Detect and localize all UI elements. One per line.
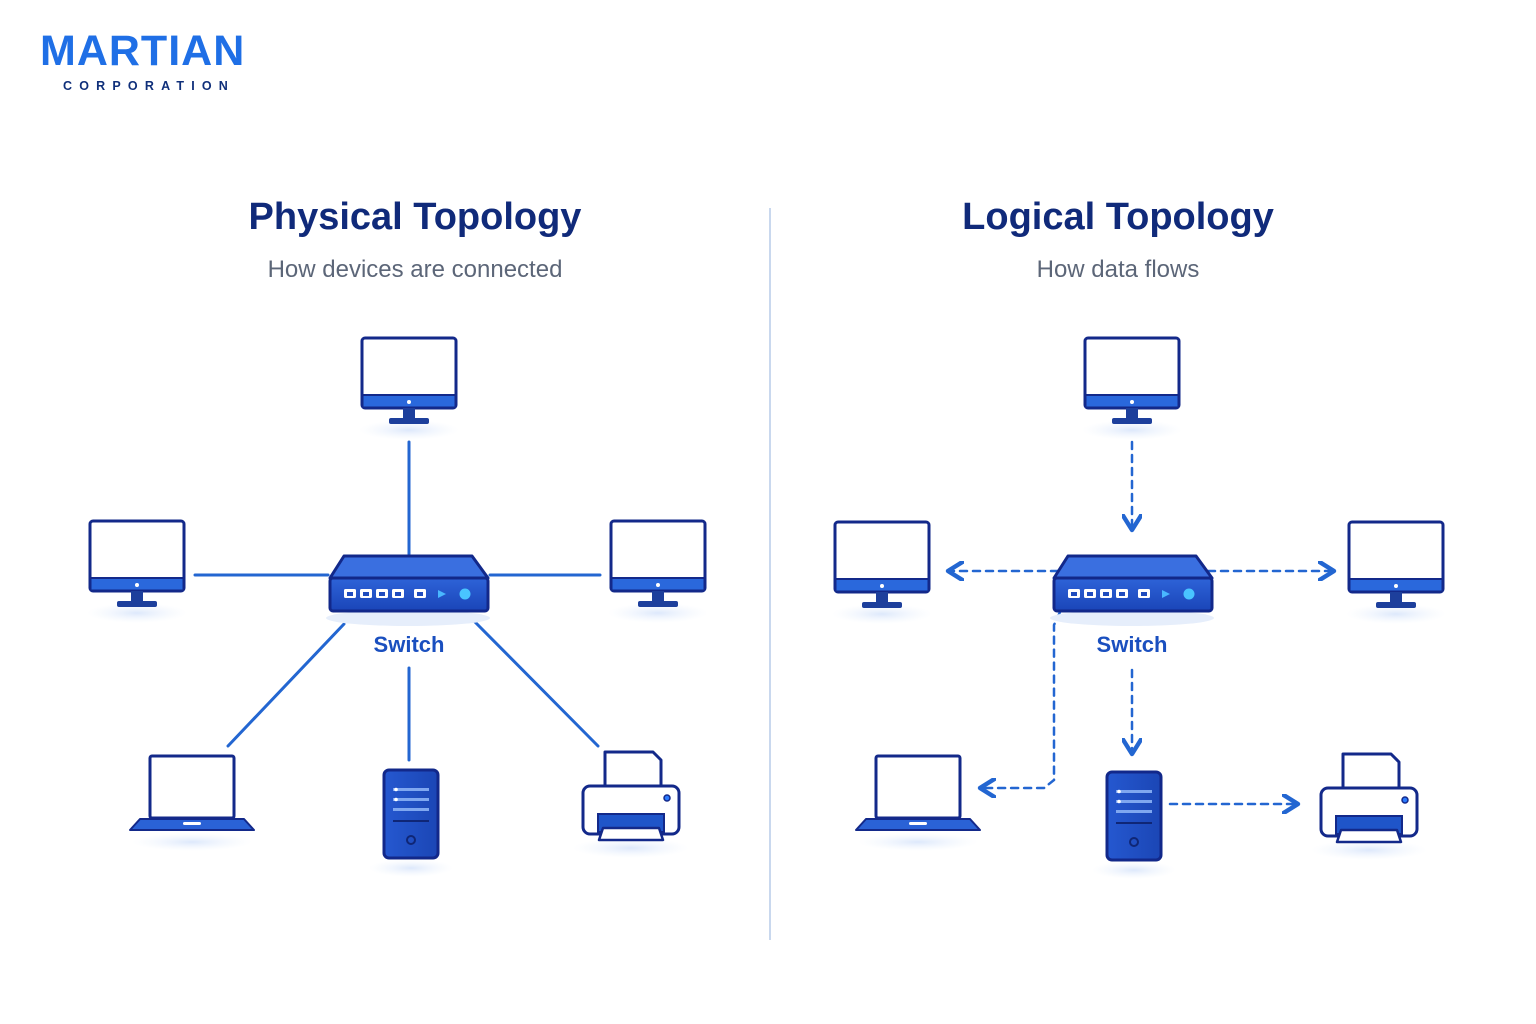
- link-laptop: [226, 622, 346, 748]
- logical-subtitle: How data flows: [1036, 256, 1200, 283]
- switch-icon: [1048, 554, 1216, 628]
- monitor-icon: [606, 519, 710, 625]
- logical-topology: Switch: [830, 336, 1448, 881]
- physical-subtitle: How devices are connected: [267, 256, 563, 283]
- logical-switch-label: Switch: [1097, 632, 1168, 657]
- monitor-icon: [1344, 520, 1448, 626]
- physical-topology: Switch: [85, 336, 710, 879]
- physical-switch-label: Switch: [374, 632, 445, 657]
- link-printer: [473, 620, 600, 748]
- logical-title: Logical Topology: [962, 196, 1274, 238]
- flow-switch-to-laptop: [984, 610, 1062, 788]
- printer-icon: [571, 750, 691, 860]
- physical-title: Physical Topology: [248, 196, 582, 238]
- logical-flows: [952, 440, 1330, 804]
- monitor-icon: [1080, 336, 1184, 442]
- server-icon: [1090, 770, 1178, 881]
- logo-wordmark: MARTIAN: [40, 27, 246, 75]
- martian-logo: MARTIAN CORPORATION: [40, 27, 246, 94]
- monitor-icon: [357, 336, 461, 442]
- physical-links: [193, 440, 602, 762]
- switch-icon: [324, 554, 492, 628]
- laptop-icon: [128, 754, 256, 853]
- laptop-icon: [854, 754, 982, 853]
- logo-subtitle: CORPORATION: [63, 79, 236, 93]
- server-icon: [367, 768, 455, 879]
- monitor-icon: [85, 519, 189, 625]
- printer-icon: [1309, 752, 1429, 862]
- monitor-icon: [830, 520, 934, 626]
